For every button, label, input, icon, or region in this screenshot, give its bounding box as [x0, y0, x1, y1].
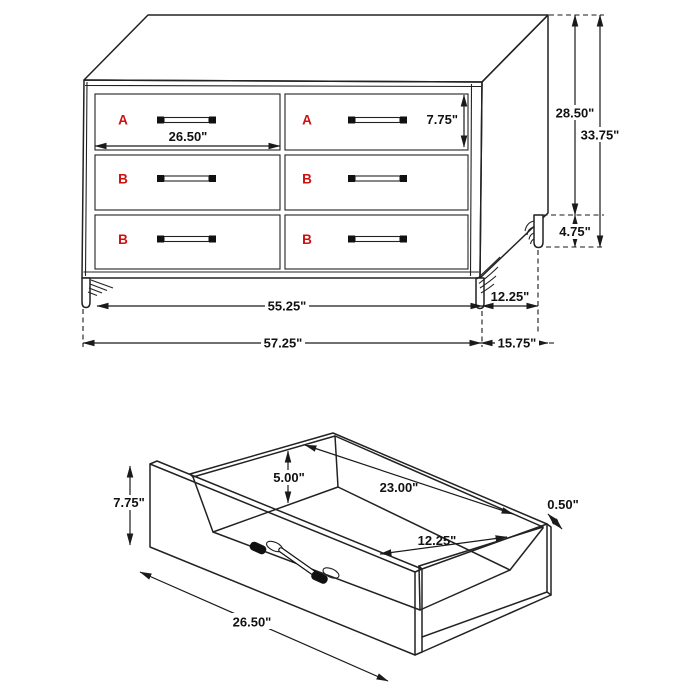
front-left-leg	[81, 277, 91, 309]
dim-drawer-width: 26.50"	[169, 129, 208, 144]
drawer-handle	[348, 175, 407, 182]
dresser-side-face	[479, 14, 549, 279]
dim-drawer-height: 7.75"	[427, 112, 458, 127]
drawer-front-panel	[149, 463, 416, 656]
drawer-pull-handle	[249, 540, 340, 584]
drawer-label: B	[302, 232, 312, 247]
dim-total-width: 57.25"	[264, 336, 303, 351]
dim-leg-height: 4.75"	[559, 224, 590, 239]
dresser-top-face	[83, 14, 549, 83]
dim-total-height: 33.75"	[581, 128, 620, 143]
dim-front-width: 26.50"	[233, 615, 272, 630]
leg-brackets	[87, 220, 535, 297]
drawer-label: A	[302, 113, 312, 128]
back-right-leg	[533, 214, 544, 249]
dim-front-height: 7.75"	[113, 495, 144, 510]
dresser-handles	[157, 116, 407, 243]
drawer-handle	[157, 116, 216, 124]
dim-total-depth: 15.75"	[498, 336, 537, 351]
dim-side-leg-span: 12.25"	[491, 289, 530, 304]
dim-inner-height: 5.00"	[273, 470, 304, 485]
drawer-diagram: 7.75" 5.00" 23.00" 12.25" 26.50" 0.50"	[110, 432, 579, 682]
drawer-label: B	[302, 172, 312, 187]
dresser-diagram: A A B B B B 26.50" 7.75" 28.50" 33.75" 4…	[81, 14, 622, 351]
drawer-label: B	[118, 232, 128, 247]
dresser-front-face	[81, 79, 483, 279]
dim-panel-thickness: 0.50"	[547, 497, 578, 512]
drawer-fronts	[94, 93, 469, 270]
drawer-label: B	[118, 172, 128, 187]
dim-front-leg-span: 55.25"	[268, 299, 307, 314]
drawer-handle	[157, 235, 216, 243]
drawer-handle	[348, 116, 407, 124]
dim-inner-depth: 12.25"	[418, 533, 457, 548]
drawer-handle	[157, 175, 216, 182]
drawer-handle	[348, 235, 407, 243]
dim-inner-width: 23.00"	[380, 480, 419, 495]
drawer-label: A	[118, 113, 128, 128]
dim-case-height: 28.50"	[556, 106, 595, 121]
